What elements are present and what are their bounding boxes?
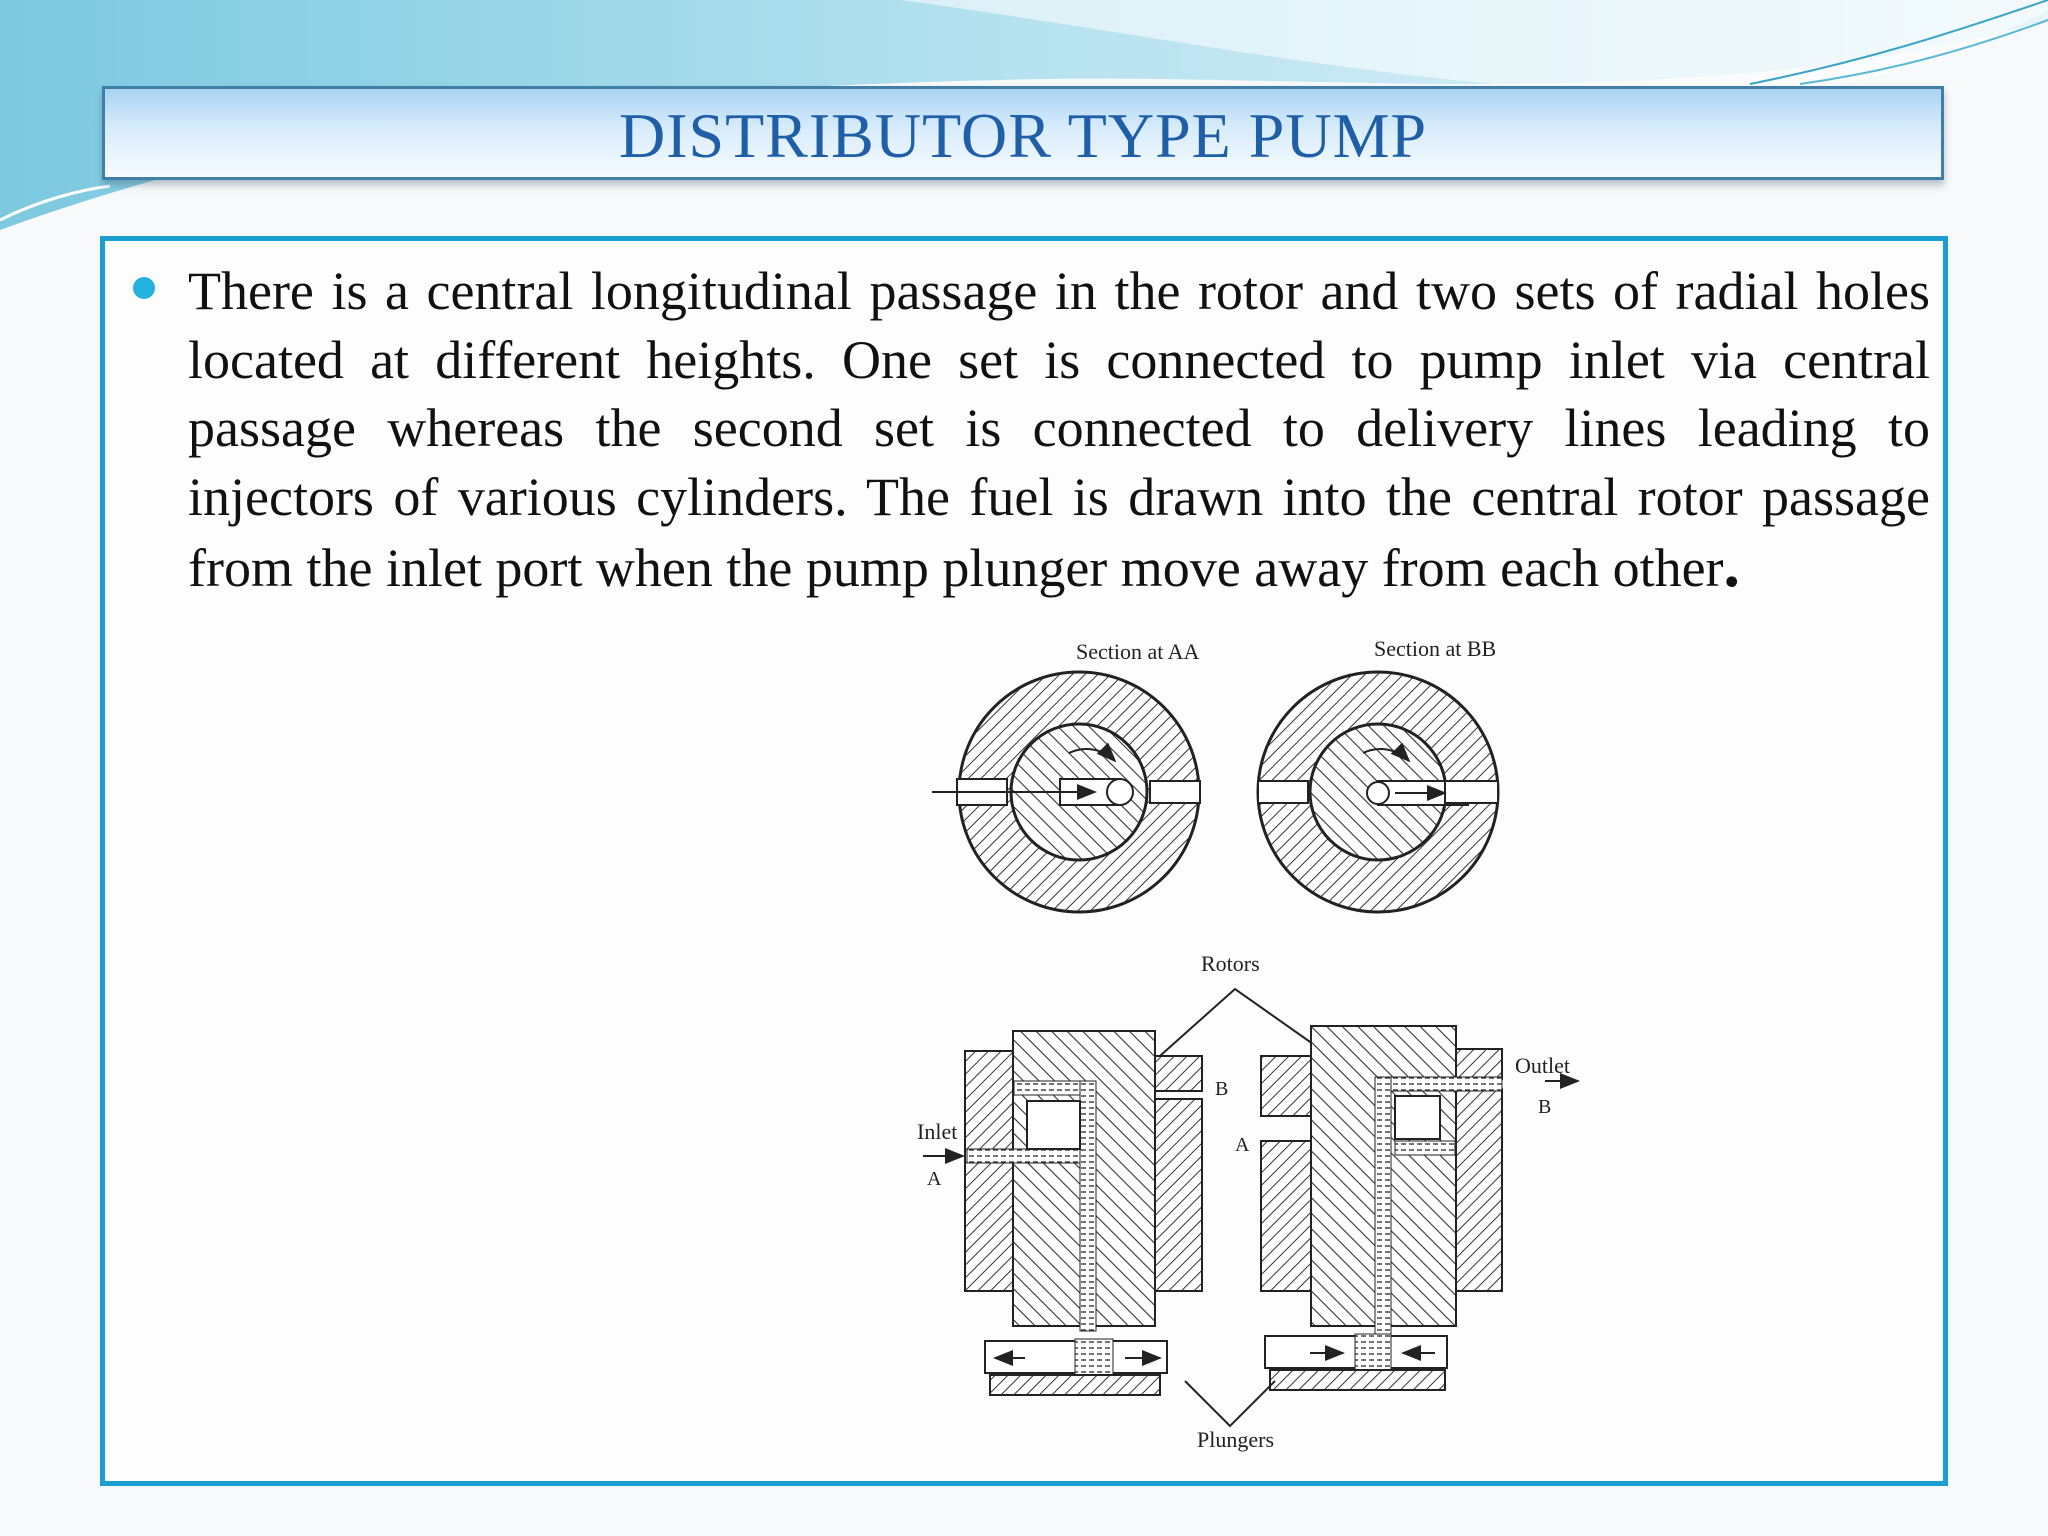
rotors-label: Rotors — [1201, 951, 1260, 976]
bullet-end: . — [1723, 528, 1741, 601]
level-b-letter: B — [1215, 1078, 1228, 1100]
content-box: There is a central longitudinal passage … — [100, 236, 1948, 1486]
section-bb-label: Section at BB — [1374, 636, 1496, 661]
slide-title: DISTRIBUTOR TYPE PUMP — [618, 100, 1428, 171]
section-aa-label: Section at AA — [1076, 639, 1200, 664]
inlet-label: Inlet — [917, 1119, 957, 1144]
section-aa-cross-section — [932, 670, 1201, 914]
outlet-port-letter: B — [1538, 1096, 1551, 1118]
title-bar: DISTRIBUTOR TYPE PUMP — [102, 86, 1944, 180]
bullet-paragraph: There is a central longitudinal passage … — [188, 257, 1930, 603]
left-pump-assembly — [923, 1030, 1203, 1396]
section-bb-cross-section — [1256, 670, 1500, 914]
distributor-pump-diagram: Section at AA Section at BB Rotors — [917, 636, 1580, 1452]
inlet-port-letter: A — [927, 1168, 942, 1190]
outlet-label: Outlet — [1515, 1053, 1570, 1078]
bullet-text: There is a central longitudinal passage … — [188, 261, 1930, 598]
right-pump-assembly — [1260, 1025, 1580, 1391]
bullet-dot-icon — [133, 277, 155, 299]
plungers-label: Plungers — [1197, 1427, 1274, 1452]
level-a-letter: A — [1235, 1134, 1250, 1156]
